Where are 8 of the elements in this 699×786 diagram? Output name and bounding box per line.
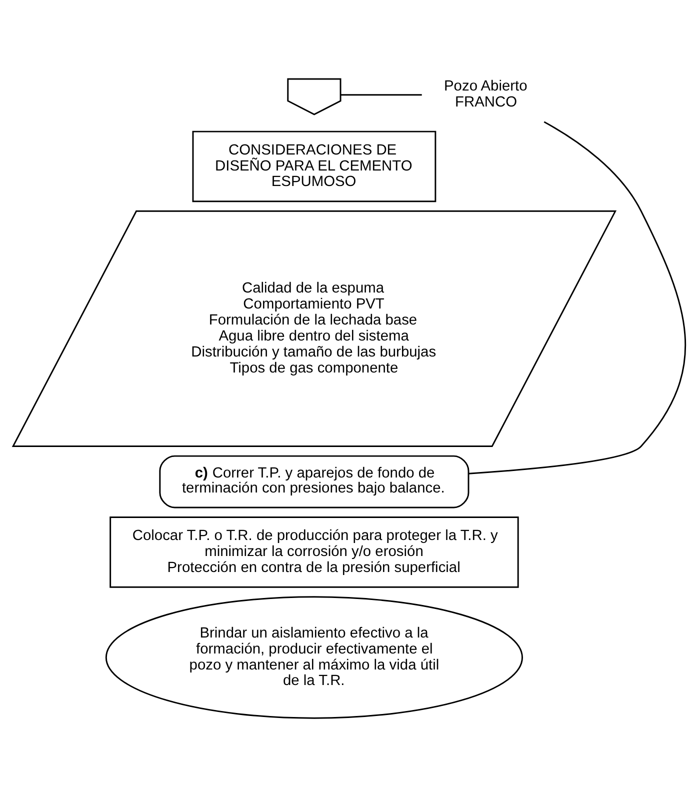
node-pentagon (287, 78, 342, 116)
node-box: c) Correr T.P. y aparejos de fondo de terminación con presiones bajo balance. (159, 455, 470, 508)
connector (468, 121, 686, 474)
node-text: Pozo Abierto FRANCO (444, 78, 528, 111)
node-ellipse: Brindar un aislamiento efectivo a la formación, producir efectivamente el pozo y mantener al máximo la vida útil de la T.R. (105, 596, 523, 719)
node-box: CONSIDERACIONES DE DISEÑO PARA EL CEMENTO ESPUMOSO (192, 130, 436, 202)
connector (340, 94, 422, 96)
node-box: Colocar T.P. o T.R. de producción para proteger la T.R. y minimizar la corrosión y/o erosión Protección en contra de la presión superficial (110, 516, 519, 588)
